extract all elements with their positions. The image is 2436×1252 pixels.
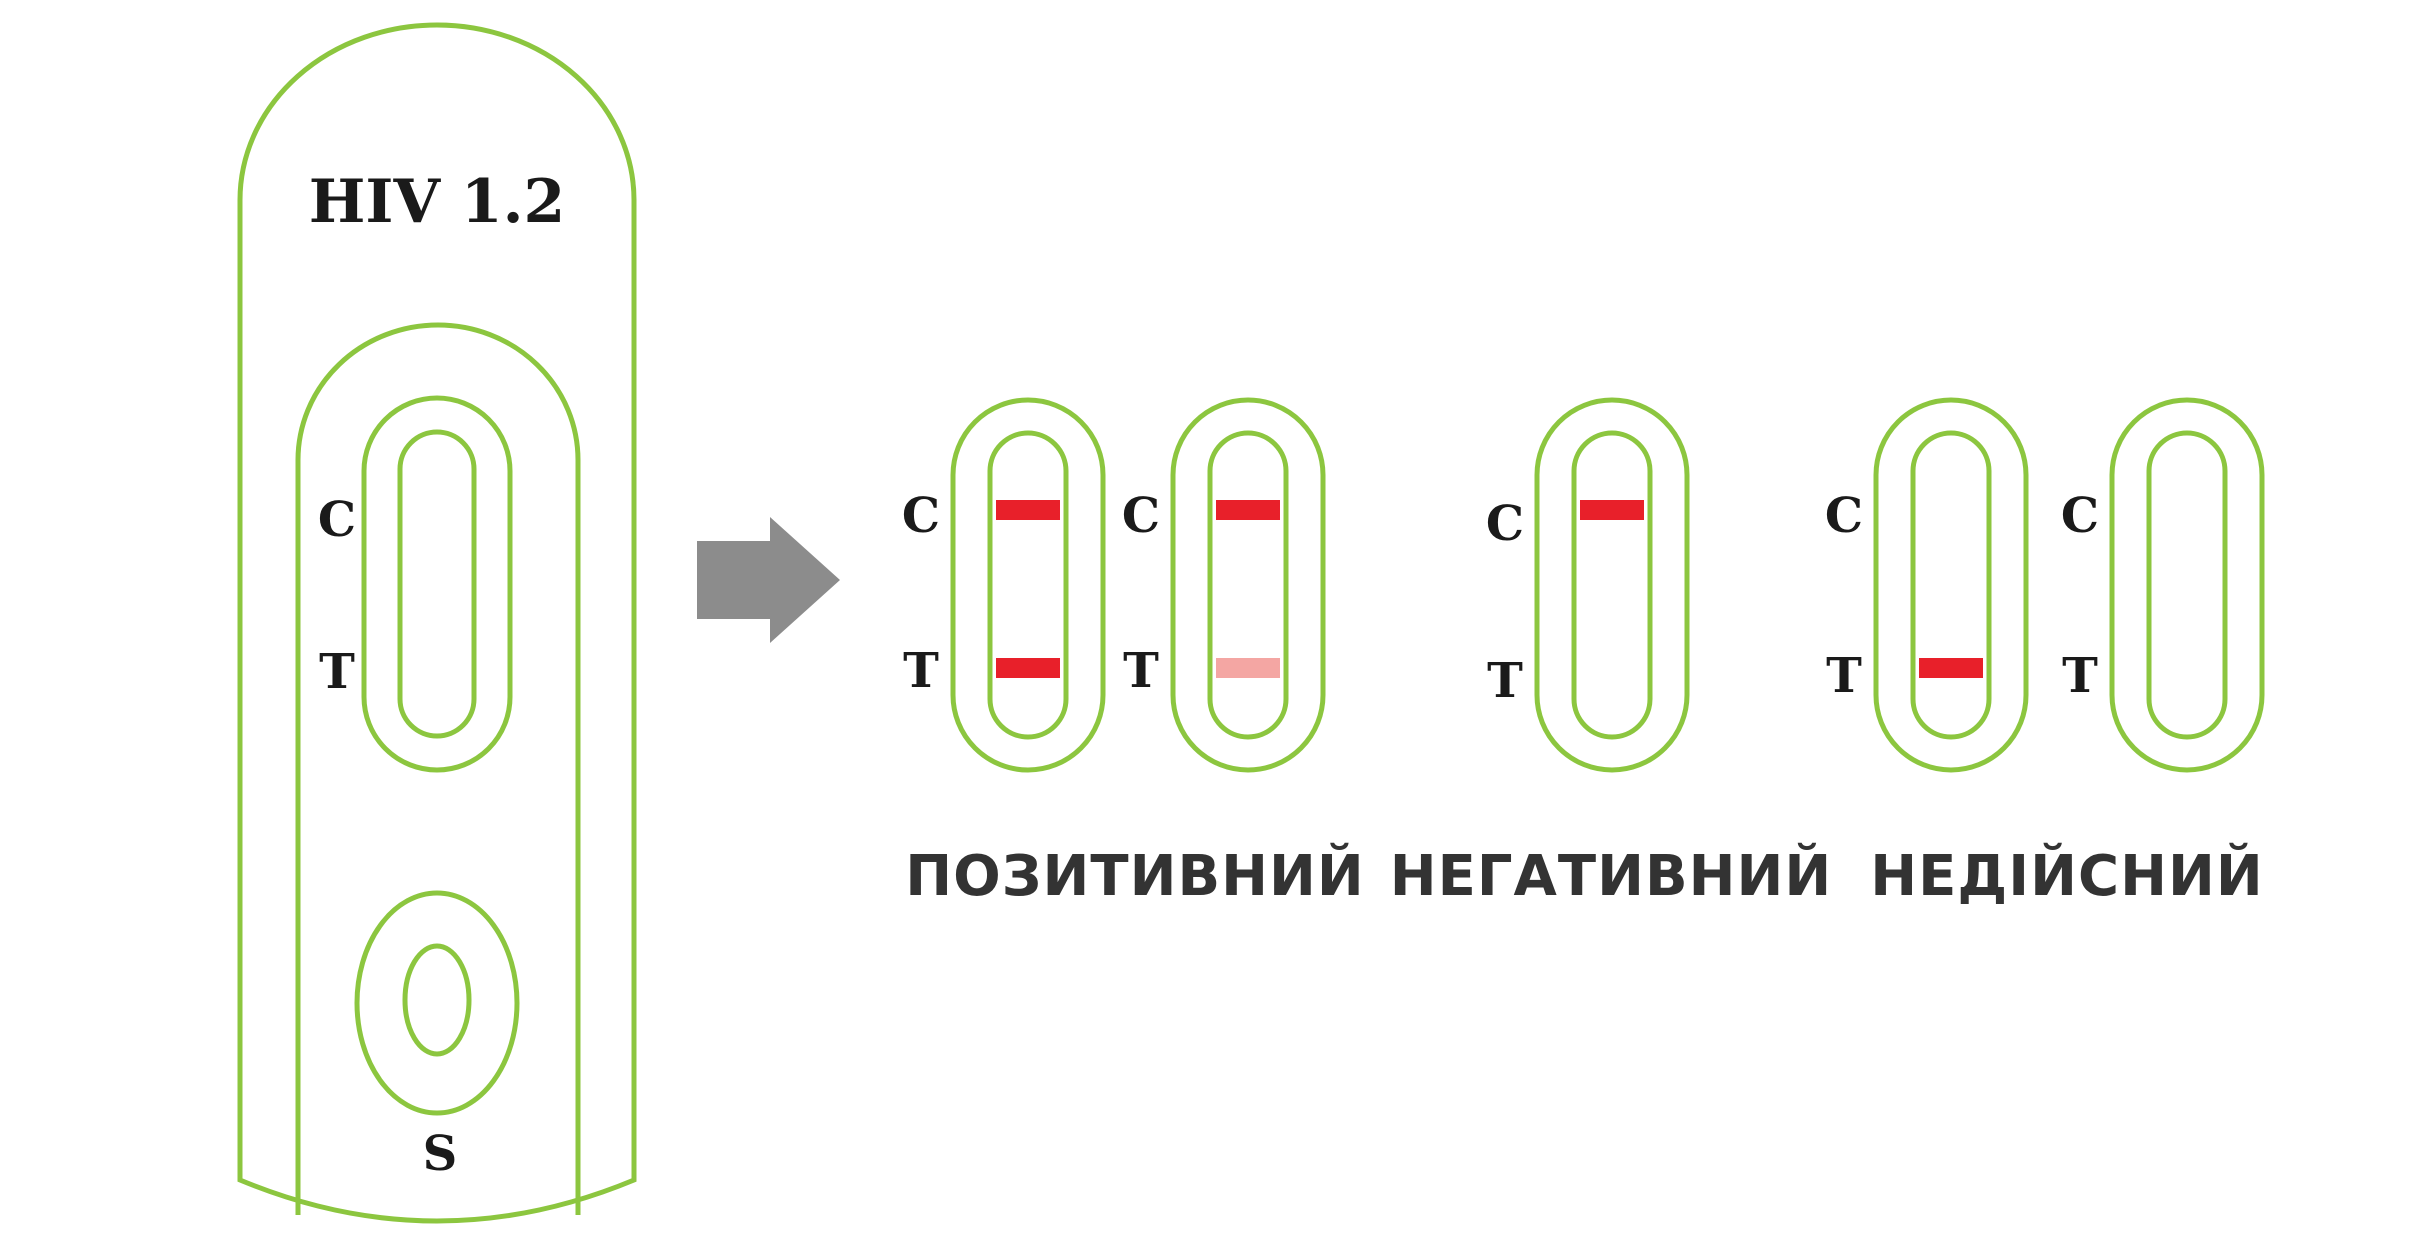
- test-line-mark: [1919, 658, 1983, 678]
- result-group-negative: CT НЕГАТИВНИЙ: [1390, 397, 1833, 909]
- strip-test-label: T: [903, 643, 939, 699]
- result-strip-invalid-empty: CT: [2061, 397, 2265, 773]
- strip-window-outer: [950, 397, 1106, 773]
- strip-window-outer: [1170, 397, 1326, 773]
- strip-control-label: C: [2061, 488, 2099, 544]
- control-line-label: C: [318, 492, 356, 548]
- strip-window-inner: [1207, 430, 1289, 740]
- sample-well-inner: [402, 943, 472, 1057]
- strip-test-label: T: [2062, 648, 2098, 704]
- result-group-positive: CT CT ПОЗИТИВНИЙ: [902, 397, 1364, 909]
- strip-window-inner: [2146, 430, 2228, 740]
- result-strip-negative: CT: [1486, 397, 1690, 773]
- strip-test-label: T: [1123, 643, 1159, 699]
- strip-control-label: C: [902, 488, 940, 544]
- sample-well-label: S: [423, 1126, 458, 1182]
- result-window-inner: [397, 429, 477, 739]
- control-line-mark: [1580, 500, 1644, 520]
- test-line-label: T: [319, 644, 355, 700]
- strip-control-label: C: [1486, 496, 1524, 552]
- cassette-inner-panel-outline: [295, 322, 581, 1215]
- test-cassette: HIV 1.2 C T S: [237, 22, 637, 1224]
- strip-window-outer: [1873, 397, 2029, 773]
- strip-control-label: C: [1825, 488, 1863, 544]
- result-group-invalid: CT CT НЕДІЙСНИЙ: [1825, 397, 2265, 909]
- test-line-mark: [996, 658, 1060, 678]
- cassette-title: HIV 1.2: [309, 167, 566, 237]
- result-strip-invalid-test-only: CT: [1825, 397, 2029, 773]
- result-label-invalid: НЕДІЙСНИЙ: [1870, 843, 2263, 909]
- test-line-mark: [1216, 658, 1280, 678]
- sample-well-outer: [354, 890, 520, 1116]
- control-line-mark: [996, 500, 1060, 520]
- strip-window-inner: [987, 430, 1069, 740]
- cassette-outer-outline: [237, 22, 637, 1224]
- control-line-mark: [1216, 500, 1280, 520]
- strip-window-outer: [2109, 397, 2265, 773]
- strip-window-inner: [1910, 430, 1992, 740]
- result-strip-positive-faint: CT: [1122, 397, 1326, 773]
- result-window-outer: [361, 395, 513, 773]
- strip-control-label: C: [1122, 488, 1160, 544]
- right-arrow-icon: [697, 517, 840, 643]
- strip-test-label: T: [1826, 648, 1862, 704]
- result-label-positive: ПОЗИТИВНИЙ: [905, 843, 1364, 909]
- result-label-negative: НЕГАТИВНИЙ: [1390, 843, 1833, 909]
- strip-window-inner: [1571, 430, 1653, 740]
- strip-window-outer: [1534, 397, 1690, 773]
- strip-test-label: T: [1487, 653, 1523, 709]
- result-strip-positive-strong: CT: [902, 397, 1106, 773]
